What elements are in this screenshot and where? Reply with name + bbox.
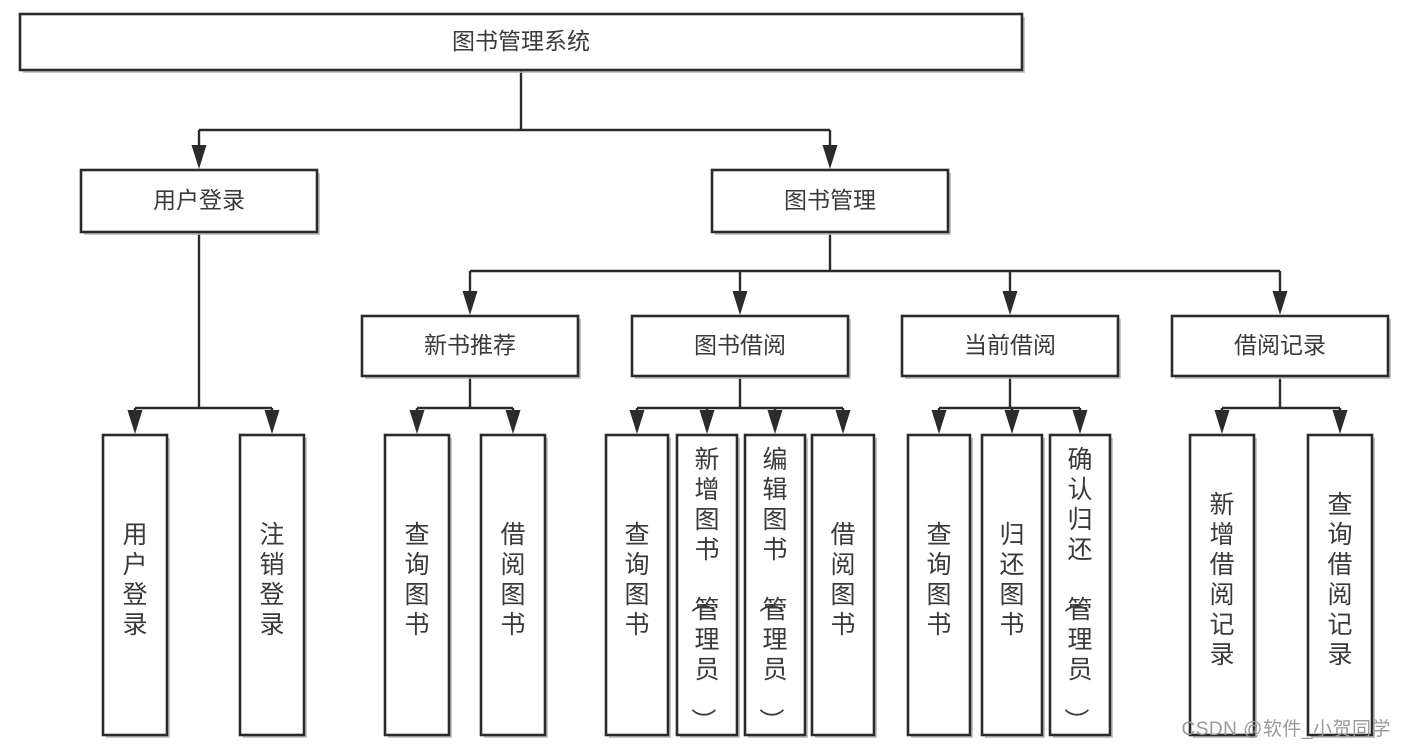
arrow-head-icon [409,410,425,434]
node-label: 图书管理系统 [452,28,590,54]
node-label: 编辑图书（管理员） [756,446,787,733]
node-borrow-record[interactable]: 借阅记录 [1170,314,1391,379]
node-box [238,433,306,737]
node-leaf-borrow-book-rec[interactable]: 借阅图书 [479,433,548,738]
node-box [675,433,739,737]
arrow-head-icon [1272,291,1288,315]
arrow-head-icon [835,410,851,434]
node-label: 图书借阅 [694,332,786,358]
arrow-head-icon [699,410,715,434]
node-book-manage[interactable]: 图书管理 [710,168,951,235]
node-label: 用户登录 [122,521,147,639]
node-box [906,433,972,737]
node-label: 归还图书 [999,521,1024,639]
arrow-head-icon [732,291,748,315]
node-label: 新书推荐 [424,332,516,358]
node-box [360,314,580,378]
nodes-layer: 图书管理系统用户登录图书管理新书推荐图书借阅当前借阅借阅记录用户登录注销登录查询… [18,12,1391,738]
arrow-head-icon [1002,291,1018,315]
node-label: 查询图书 [926,521,951,639]
node-box [1170,314,1390,378]
node-user-login[interactable]: 用户登录 [79,168,320,235]
arrow-head-icon [767,410,783,434]
connectors-layer [127,70,1348,434]
node-leaf-edit-book-admin[interactable]: 编辑图书（管理员） [743,433,808,738]
node-current-borrow[interactable]: 当前借阅 [900,314,1121,379]
node-label: 图书管理 [784,187,876,213]
watermark-text: CSDN @软件_小贺同学 [1181,719,1391,740]
node-label: 查询借阅记录 [1327,491,1352,669]
node-new-book-recommend[interactable]: 新书推荐 [360,314,581,379]
node-box [79,168,319,234]
node-label: 借阅图书 [830,521,855,639]
node-label: 新增借阅记录 [1209,491,1234,669]
arrow-head-icon [191,145,207,169]
node-box [101,433,169,737]
node-label: 借阅图书 [500,521,525,639]
node-label: 注销登录 [259,521,284,639]
arrow-head-icon [127,410,143,434]
node-box [479,433,547,737]
arrow-head-icon [822,145,838,169]
node-box [630,314,850,378]
node-leaf-query-book-borrow[interactable]: 查询图书 [604,433,671,738]
node-leaf-query-book-rec[interactable]: 查询图书 [383,433,452,738]
arrow-head-icon [1214,410,1230,434]
arrow-head-icon [1004,410,1020,434]
node-box [743,433,807,737]
arrow-head-icon [462,291,478,315]
node-leaf-add-borrow-record[interactable]: 新增借阅记录 [1188,433,1257,738]
node-label: 查询图书 [404,521,429,639]
arrow-head-icon [931,410,947,434]
node-leaf-return-book[interactable]: 归还图书 [980,433,1045,738]
node-leaf-user-login[interactable]: 用户登录 [101,433,170,738]
node-box [980,433,1044,737]
node-label: 查询图书 [624,521,649,639]
node-box [1048,433,1112,737]
node-leaf-logout[interactable]: 注销登录 [238,433,307,738]
node-box [710,168,950,234]
node-leaf-confirm-return-admin[interactable]: 确认归还（管理员） [1048,433,1113,738]
node-label: 当前借阅 [964,332,1056,358]
arrow-head-icon [264,410,280,434]
arrow-head-icon [1332,410,1348,434]
node-leaf-query-borrow-record[interactable]: 查询借阅记录 [1306,433,1375,738]
node-leaf-borrow-book[interactable]: 借阅图书 [810,433,877,738]
arrow-head-icon [505,410,521,434]
node-box [383,433,451,737]
node-label: 确认归还（管理员） [1061,446,1092,733]
node-leaf-add-book-admin[interactable]: 新增图书（管理员） [675,433,740,738]
node-label: 借阅记录 [1234,332,1326,358]
node-box [1188,433,1256,737]
node-root[interactable]: 图书管理系统 [18,12,1025,73]
node-label: 新增图书（管理员） [688,446,719,733]
node-box [1306,433,1374,737]
node-leaf-query-book-current[interactable]: 查询图书 [906,433,973,738]
node-box [810,433,876,737]
node-book-borrow[interactable]: 图书借阅 [630,314,851,379]
node-box [604,433,670,737]
node-box [900,314,1120,378]
arrow-head-icon [629,410,645,434]
arrow-head-icon [1072,410,1088,434]
node-label: 用户登录 [153,187,245,213]
node-box [18,12,1024,72]
